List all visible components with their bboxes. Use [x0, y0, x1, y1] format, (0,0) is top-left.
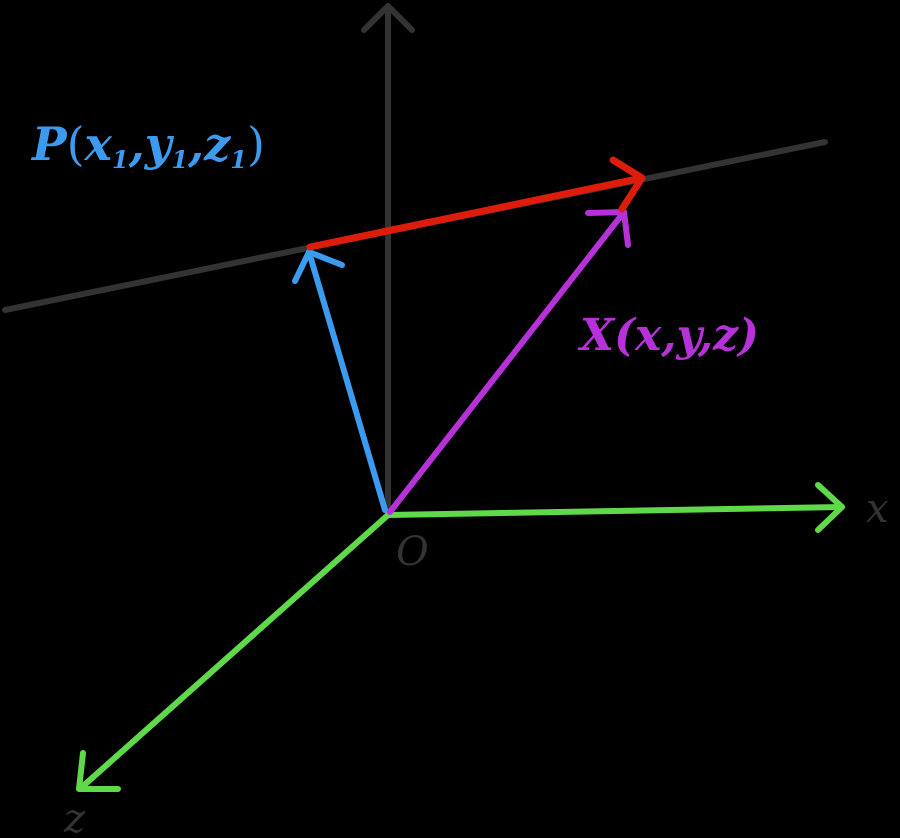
z-axis-label: z [63, 796, 86, 838]
arrow-up-icon [292, 249, 345, 284]
point-p-label: P(x1,y1,z1) [30, 117, 265, 174]
position-vector-p [292, 249, 388, 513]
x-axis [385, 482, 845, 533]
arrow-right-icon [815, 482, 845, 533]
vertical-axis [361, 3, 415, 518]
z-axis [76, 512, 391, 792]
arrow-down-left-icon [76, 750, 121, 792]
arrow-up-icon [361, 3, 415, 33]
position-vector-x [387, 209, 631, 515]
direction-vector [306, 156, 646, 251]
origin-label: O [396, 529, 429, 575]
arrow-right-icon [609, 156, 646, 213]
arrow-up-right-icon [585, 209, 631, 248]
point-x-label: X(x,y,z) [577, 310, 759, 361]
x-axis-label: x [866, 486, 889, 532]
